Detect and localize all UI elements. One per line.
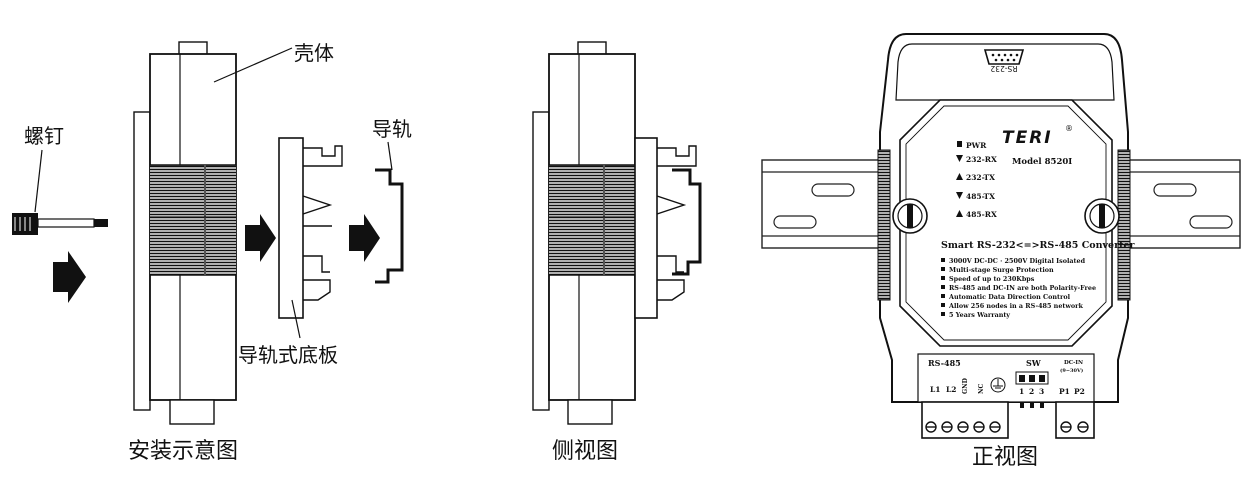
dcin-label: DC-IN [1064, 360, 1083, 366]
dc-terminal-block [1055, 401, 1095, 439]
dcin-range: (9~30V) [1060, 367, 1083, 374]
feature-item: Multi-stage Surge Protection [949, 266, 1054, 274]
led-indicators: PWR 232-RX 232-TX 485-TX 485-RX [956, 141, 997, 219]
front-view: RS-232 TERI ® Model 8520I PWR 232-RX 232… [761, 33, 1241, 470]
mounting-screw-icon [1084, 198, 1120, 234]
led-label: 485-RX [966, 210, 997, 219]
led-up-icon [956, 210, 963, 217]
feature-list: 3000V DC-DC · 2500V Digital Isolated Mul… [941, 257, 1096, 319]
rs485-label: RS-485 [928, 358, 961, 368]
led-label: 232-TX [966, 173, 995, 182]
insert-arrow-icon [349, 214, 380, 262]
housing-illustration [133, 41, 293, 425]
switch-number: 2 [1029, 387, 1034, 396]
installation-view: 螺钉 壳体 导轨式底板 [12, 41, 412, 464]
front-panel [899, 99, 1113, 347]
housing-label: 壳体 [294, 41, 334, 65]
mounting-screw-icon [892, 198, 928, 234]
terminal-label: NC [978, 384, 985, 394]
terminal-label: L2 [946, 385, 957, 394]
led-down-icon [956, 155, 963, 162]
led-label: 485-TX [966, 192, 995, 201]
switch-label: SW [1026, 358, 1042, 368]
registered-mark: ® [1065, 124, 1073, 133]
ground-icon [990, 377, 1006, 393]
feature-item: Allow 256 nodes in a RS-485 network [948, 302, 1083, 310]
screw-label: 螺钉 [24, 124, 64, 148]
rs232-port: RS-232 [983, 49, 1025, 73]
led-down-icon [956, 192, 963, 199]
side-caption: 侧视图 [552, 439, 618, 464]
rail-base-illustration [278, 137, 343, 339]
feature-item: RS-485 and DC-IN are both Polarity-Free [949, 284, 1096, 292]
feature-item: 3000V DC-DC · 2500V Digital Isolated [949, 257, 1086, 265]
feature-item: Automatic Data Direction Control [948, 293, 1071, 301]
led-label: 232-RX [966, 155, 997, 164]
rail-label: 导轨 [372, 117, 412, 141]
insert-arrow-icon [53, 251, 86, 303]
terminal-label: GND [962, 378, 969, 394]
switch-number: 1 [1019, 387, 1024, 396]
model-label: Model 8520I [1012, 157, 1072, 167]
led-pwr-icon [957, 141, 962, 147]
dc-terminal-label: P1 [1059, 387, 1070, 396]
switch-number: 3 [1039, 387, 1044, 396]
install-caption: 安装示意图 [128, 439, 238, 464]
brand-logo: TERI [1002, 128, 1053, 148]
front-caption: 正视图 [972, 445, 1038, 470]
led-label: PWR [966, 141, 987, 150]
din-rail-illustration [375, 168, 404, 284]
feature-item: Speed of up to 230Kbps [949, 275, 1035, 283]
port-label: RS-232 [990, 64, 1017, 73]
dc-terminal-label: P2 [1074, 387, 1085, 396]
insert-arrow-icon [245, 214, 276, 262]
rs485-terminal-block [921, 401, 1009, 439]
rail-base-label: 导轨式底板 [238, 343, 338, 367]
side-view: 侧视图 [532, 41, 702, 464]
terminal-label: L1 [930, 385, 941, 394]
feature-item: 5 Years Warranty [949, 311, 1010, 319]
screw-illustration [12, 149, 108, 235]
product-title: Smart RS-232<=>RS-485 Converter [941, 240, 1136, 251]
led-up-icon [956, 173, 963, 180]
